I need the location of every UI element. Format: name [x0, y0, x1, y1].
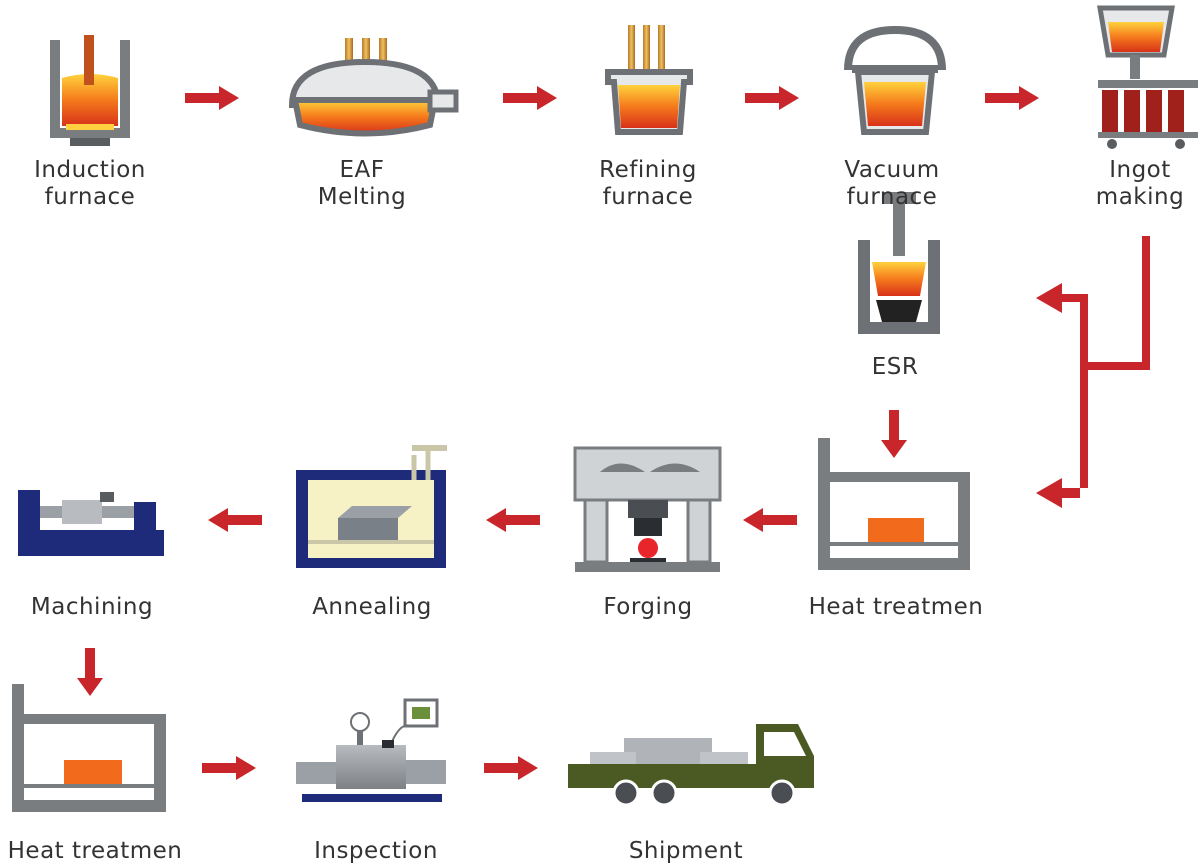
arrow-vacuum-to-ingot — [985, 86, 1039, 110]
label-vacuum-furnace: Vacuum furnace — [822, 157, 962, 211]
label-line: EAF — [339, 157, 385, 183]
label-heat-treatment-1: Heat treatmen — [808, 594, 984, 620]
shipment-truck-icon — [568, 724, 814, 807]
heat-treatment-furnace-icon — [818, 438, 970, 570]
label-shipment: Shipment — [628, 838, 744, 864]
label-inspection: Inspection — [314, 838, 438, 864]
eaf-melting-icon — [288, 38, 459, 137]
label-forging: Forging — [603, 594, 693, 620]
vacuum-furnace-icon — [844, 25, 946, 135]
forging-press-icon — [573, 446, 722, 572]
label-refining-furnace: Refining furnace — [578, 157, 718, 211]
arrow-machining-to-heat-treatment — [77, 648, 103, 696]
annealing-furnace-icon — [296, 445, 447, 568]
arrow-heat-to-inspection — [202, 756, 256, 780]
inspection-equipment-icon — [296, 698, 446, 802]
arrow-induction-to-eaf — [185, 86, 239, 110]
refining-furnace-icon — [605, 25, 693, 135]
machining-lathe-icon — [18, 490, 164, 556]
branch-connector — [1036, 236, 1150, 508]
label-line: furnace — [602, 184, 694, 210]
label-line: Vacuum — [844, 157, 940, 183]
arrow-esr-to-heat-treatment — [881, 410, 907, 458]
label-esr: ESR — [871, 354, 919, 380]
label-line: Induction — [34, 157, 146, 183]
label-line: furnace — [846, 184, 938, 210]
heat-treatment-furnace-2-icon — [12, 684, 166, 812]
arrow-refining-to-vacuum — [745, 86, 799, 110]
arrow-heat-to-forging — [743, 508, 797, 532]
induction-furnace-icon — [50, 35, 130, 146]
label-ingot-making: Ingot making — [1080, 157, 1200, 211]
label-machining: Machining — [30, 594, 154, 620]
ingot-making-icon — [1097, 5, 1198, 149]
label-annealing: Annealing — [312, 594, 432, 620]
label-induction-furnace: Induction furnace — [20, 157, 160, 211]
arrow-inspection-to-shipment — [484, 756, 538, 780]
label-line: Ingot — [1109, 157, 1171, 183]
label-heat-treatment-2: Heat treatmen — [7, 838, 183, 864]
arrow-annealing-to-machining — [208, 508, 262, 532]
label-line: Melting — [317, 184, 407, 210]
label-line: Refining — [599, 157, 697, 183]
arrow-forging-to-annealing — [486, 508, 540, 532]
label-line: making — [1095, 184, 1185, 210]
esr-icon — [858, 192, 940, 334]
label-line: furnace — [44, 184, 136, 210]
arrow-eaf-to-refining — [503, 86, 557, 110]
label-eaf-melting: EAF Melting — [292, 157, 432, 211]
